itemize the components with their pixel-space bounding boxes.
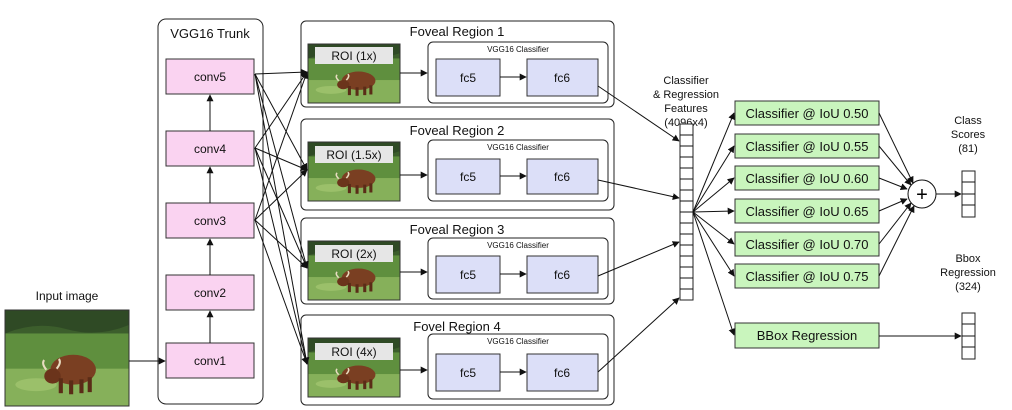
- roi-label-bg-1: [315, 47, 393, 64]
- roi-label-3: ROI (2x): [331, 247, 376, 261]
- conv1-box: conv1: [165, 342, 255, 379]
- class-scores-label: Class Scores (81): [951, 115, 986, 155]
- classifier-to-sum-arrows: [878, 112, 915, 277]
- fc5-label-2: fc5: [460, 170, 476, 184]
- bbox-output-vector: [961, 312, 976, 360]
- input-image: [4, 309, 130, 407]
- roi-image-3: [307, 240, 401, 301]
- fc5-label-4: fc5: [460, 366, 476, 380]
- classifier-075: Classifier @ IoU 0.75: [734, 263, 880, 289]
- svg-text:(4096x4): (4096x4): [664, 117, 707, 129]
- fc5-label-3: fc5: [460, 268, 476, 282]
- fc5-box-1: [435, 58, 501, 97]
- fc6-label-4: fc6: [554, 366, 570, 380]
- foveal-region-2: Foveal Region 2 ROI (1.5x) VGG16 Classif…: [300, 118, 615, 211]
- classifier-065-label: Classifier @ IoU 0.65: [745, 204, 868, 219]
- fc6-box-2: [526, 158, 599, 195]
- fc6-box-4: [526, 353, 599, 392]
- fc6-box-1: [526, 58, 599, 97]
- conv4-label: conv4: [194, 142, 226, 156]
- classifier-060-label: Classifier @ IoU 0.60: [745, 171, 868, 186]
- conv2-label: conv2: [194, 286, 226, 300]
- bbox-output-label: Bbox Regression (324): [940, 253, 996, 293]
- classifier-055-label: Classifier @ IoU 0.55: [745, 139, 868, 154]
- classifier-075-label: Classifier @ IoU 0.75: [745, 269, 868, 284]
- foveal-region-1: Foveal Region 1 ROI (1x) VGG16 Classifie…: [300, 20, 615, 108]
- svg-text:(81): (81): [958, 143, 978, 155]
- classifier-block-title-2: VGG16 Classifier: [487, 143, 549, 152]
- feature-vector: [679, 123, 694, 301]
- classifier-070-label: Classifier @ IoU 0.70: [745, 237, 868, 252]
- classifier-055: Classifier @ IoU 0.55: [734, 133, 880, 159]
- roi-label-4: ROI (4x): [331, 345, 376, 359]
- fc5-label-1: fc5: [460, 71, 476, 85]
- classifier-block-title-1: VGG16 Classifier: [487, 45, 549, 54]
- bbox-regression-label: BBox Regression: [757, 328, 857, 343]
- trunk-to-roi-arrows: [254, 68, 310, 365]
- foveal-region-3: Foveal Region 3 ROI (2x) VGG16 Classifie…: [300, 217, 615, 305]
- sum-symbol: +: [916, 184, 928, 206]
- roi-label-1: ROI (1x): [331, 49, 376, 63]
- features-label: Classifier & Regression Features (4096x4…: [653, 75, 719, 129]
- region-1-title: Foveal Region 1: [410, 24, 505, 39]
- conv3-label: conv3: [194, 214, 226, 228]
- classifier-050-label: Classifier @ IoU 0.50: [745, 106, 868, 121]
- conv3-box: conv3: [165, 202, 255, 239]
- conv2-box: conv2: [165, 274, 255, 311]
- region-3-title: Foveal Region 3: [410, 222, 505, 237]
- input-image-label: Input image: [36, 289, 99, 303]
- classifier-block-title-4: VGG16 Classifier: [487, 337, 549, 346]
- conv1-label: conv1: [194, 354, 226, 368]
- classifier-050: Classifier @ IoU 0.50: [734, 100, 880, 126]
- roi-label-bg-3: [315, 245, 393, 262]
- features-to-classifier-arrows: [692, 112, 736, 336]
- svg-text:Classifier: Classifier: [663, 75, 709, 87]
- region-2-title: Foveal Region 2: [410, 123, 505, 138]
- classifier-070: Classifier @ IoU 0.70: [734, 231, 880, 257]
- fc6-to-features-arrows: [597, 85, 680, 373]
- fc5-box-3: [435, 255, 501, 294]
- input-image-group: Input image: [4, 289, 130, 407]
- classifier-060: Classifier @ IoU 0.60: [734, 165, 880, 191]
- region-4-title: Fovel Region 4: [413, 319, 500, 334]
- bbox-regression-head: BBox Regression: [734, 322, 880, 349]
- conv5-label: conv5: [194, 70, 226, 84]
- svg-text:Class: Class: [954, 115, 982, 127]
- class-scores-vector: [961, 170, 976, 218]
- trunk-title: VGG16 Trunk: [170, 26, 250, 41]
- classifier-block-title-3: VGG16 Classifier: [487, 241, 549, 250]
- conv4-box: conv4: [165, 130, 255, 167]
- vgg16-trunk: VGG16 Trunk conv5 conv4 conv3 conv2 conv…: [157, 18, 264, 405]
- fc6-label-2: fc6: [554, 170, 570, 184]
- roi-label-bg-4: [315, 343, 393, 360]
- svg-text:Regression: Regression: [940, 267, 996, 279]
- roi-label-bg-2: [315, 146, 393, 163]
- svg-text:Bbox: Bbox: [955, 253, 981, 265]
- conv5-box: conv5: [165, 58, 255, 95]
- fc5-box-4: [435, 353, 501, 392]
- svg-text:(324): (324): [955, 281, 981, 293]
- roi-image-4: [307, 337, 401, 398]
- foveal-region-4: Fovel Region 4 ROI (4x) VGG16 Classifier…: [300, 314, 615, 406]
- svg-text:Features: Features: [664, 103, 708, 115]
- fc6-box-3: [526, 255, 599, 294]
- svg-text:Scores: Scores: [951, 129, 986, 141]
- roi-label-2: ROI (1.5x): [326, 148, 381, 162]
- sum-node: +: [907, 179, 937, 209]
- svg-text:& Regression: & Regression: [653, 89, 719, 101]
- fc6-label-3: fc6: [554, 268, 570, 282]
- classifier-065: Classifier @ IoU 0.65: [734, 198, 880, 224]
- fc6-label-1: fc6: [554, 71, 570, 85]
- roi-image-2: [307, 141, 401, 202]
